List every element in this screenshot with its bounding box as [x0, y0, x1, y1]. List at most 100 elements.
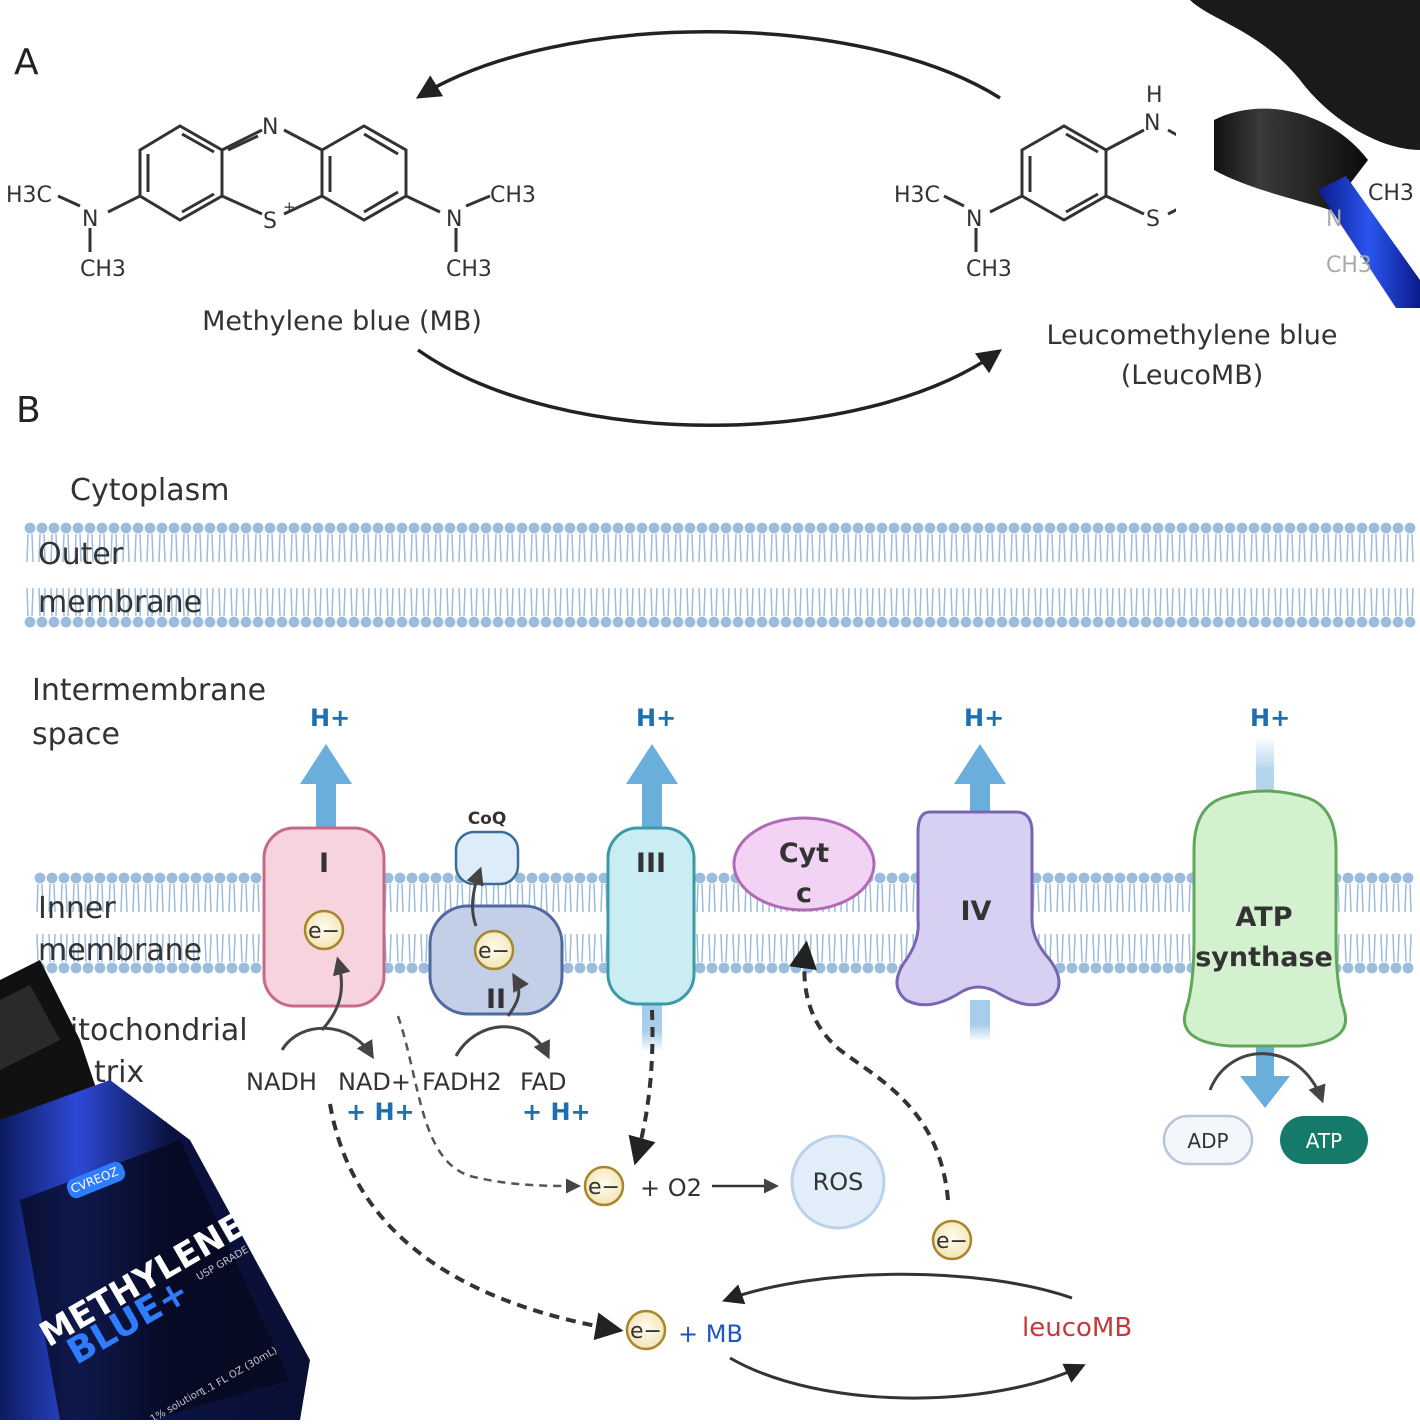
lipid-head — [192, 616, 204, 628]
lipid-head — [1188, 616, 1200, 628]
lipid-head — [1390, 962, 1402, 974]
lipid-tail — [842, 587, 850, 617]
lipid-head — [1066, 872, 1078, 884]
lipid-tail — [194, 587, 202, 617]
lipid-head — [1342, 872, 1354, 884]
lipid-tail — [780, 933, 788, 963]
lipid-head — [456, 616, 468, 628]
leak-to-ros-path — [396, 1015, 581, 1194]
lipid-tail — [420, 883, 428, 913]
lipid-head — [1162, 872, 1174, 884]
lipid-head — [660, 616, 672, 628]
lipid-tail — [1092, 933, 1100, 963]
lipid-tail — [290, 587, 298, 617]
lipid-tail — [1152, 883, 1160, 913]
lipid-tail — [396, 883, 404, 913]
lipid-tail — [1238, 587, 1246, 617]
lipid-head — [1032, 616, 1044, 628]
lipid-tail — [362, 587, 370, 617]
lipid-head — [552, 616, 564, 628]
lipid-tail — [182, 587, 190, 617]
lipid-tail — [1154, 587, 1162, 617]
h-plus-atp-synthase: H+ — [1250, 704, 1290, 732]
lipid-tail — [1392, 883, 1400, 913]
lipid-tail — [218, 587, 226, 617]
lipid-head — [1174, 872, 1186, 884]
lipid-head — [574, 872, 586, 884]
lipid-tail — [252, 933, 260, 963]
lipid-tail — [914, 533, 922, 563]
lipid-tail — [1322, 587, 1330, 617]
lipid-tail — [338, 533, 346, 563]
lipid-head — [58, 872, 70, 884]
lipid-head — [1176, 522, 1188, 534]
lipid-head — [36, 616, 48, 628]
lipid-head — [1212, 616, 1224, 628]
lipid-tail — [674, 587, 682, 617]
lipid-head — [406, 962, 418, 974]
lipid-head — [936, 616, 948, 628]
lipid-head — [718, 962, 730, 974]
lipid-tail — [278, 587, 286, 617]
leucomb-left-nitrogen: N — [966, 207, 982, 232]
ros-label: ROS — [813, 1168, 864, 1196]
lipid-head — [876, 616, 888, 628]
lipid-tail — [888, 933, 896, 963]
lipid-head — [756, 522, 768, 534]
proton-arrow-complex-iii — [626, 744, 678, 1050]
lipid-tail — [1274, 587, 1282, 617]
lipid-head — [1008, 522, 1020, 534]
lipid-head — [1066, 962, 1078, 974]
lipid-head — [574, 962, 586, 974]
lipid-head — [360, 522, 372, 534]
lipid-tail — [1106, 533, 1114, 563]
lipid-head — [432, 522, 444, 534]
lipid-tail — [408, 883, 416, 913]
lipid-tail — [614, 587, 622, 617]
lipid-head — [1236, 522, 1248, 534]
lipid-tail — [602, 587, 610, 617]
lipid-head — [1366, 962, 1378, 974]
lipid-tail — [732, 883, 740, 913]
lipid-head — [46, 962, 58, 974]
lipid-head — [24, 522, 36, 534]
lipid-head — [144, 522, 156, 534]
lipid-tail — [1094, 533, 1102, 563]
lipid-head — [1404, 522, 1416, 534]
lipid-head — [720, 522, 732, 534]
panel-b-letter: B — [16, 390, 41, 431]
lipid-tail — [444, 883, 452, 913]
lipid-head — [250, 872, 262, 884]
lipid-head — [1378, 872, 1390, 884]
lipid-head — [1078, 962, 1090, 974]
lipid-tail — [1056, 933, 1064, 963]
lipid-tail — [86, 533, 94, 563]
lipid-head — [1114, 872, 1126, 884]
lipid-head — [576, 616, 588, 628]
lipid-tail — [158, 533, 166, 563]
lipid-tail — [326, 587, 334, 617]
lipid-head — [1284, 522, 1296, 534]
lipid-head — [58, 962, 70, 974]
lipid-head — [984, 616, 996, 628]
lipid-head — [118, 872, 130, 884]
lipid-head — [130, 962, 142, 974]
coq: CoQ — [454, 809, 520, 886]
lipid-tail — [1104, 933, 1112, 963]
lipid-head — [142, 872, 154, 884]
lipid-head — [1128, 616, 1140, 628]
lipid-head — [1248, 522, 1260, 534]
lipid-tail — [1310, 587, 1318, 617]
lipid-tail — [708, 933, 716, 963]
lipid-head — [118, 962, 130, 974]
lipid-tail — [864, 933, 872, 963]
h-plus-complex-iii: H+ — [636, 704, 676, 732]
lipid-tail — [144, 883, 152, 913]
lipid-head — [154, 872, 166, 884]
lipid-head — [852, 522, 864, 534]
lipid-tail — [1128, 933, 1136, 963]
lipid-head — [1104, 616, 1116, 628]
lipid-tail — [564, 933, 572, 963]
lipid-head — [444, 522, 456, 534]
lipid-tail — [422, 587, 430, 617]
